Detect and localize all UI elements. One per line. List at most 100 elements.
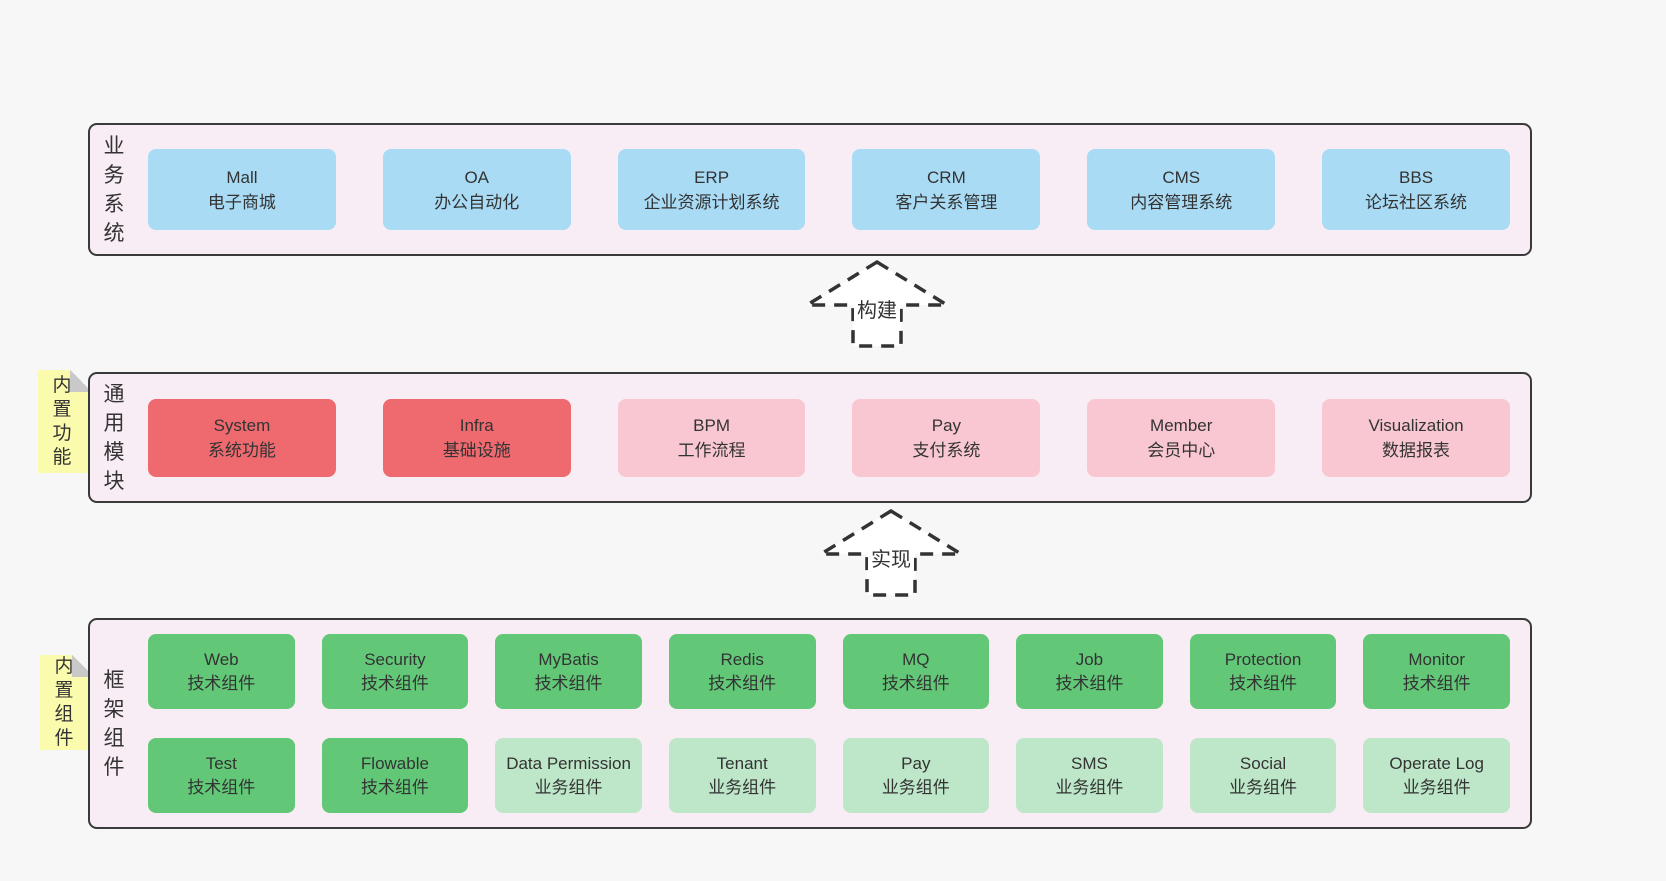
box-redis: Redis 技术组件 [668, 634, 816, 709]
box-desc: 业务组件 [708, 777, 777, 797]
box-desc: 技术组件 [534, 673, 603, 693]
box-desc: 业务组件 [881, 777, 950, 797]
folded-corner-icon [70, 370, 92, 392]
box-desc: 工作流程 [677, 440, 746, 460]
sticky-note-built-in-functions: 内置功能 [38, 370, 92, 473]
box-name: ERP [694, 167, 730, 187]
box-desc: 技术组件 [187, 777, 256, 797]
box-name: Member [1150, 415, 1213, 435]
component-rows: Web 技术组件 Security 技术组件 MyBatis 技术组件 Redi… [126, 634, 1530, 813]
build-arrow-label: 构建 [854, 299, 900, 323]
box-desc: 技术组件 [1055, 673, 1124, 693]
box-job: Job 技术组件 [1016, 634, 1163, 709]
box-desc: 企业资源计划系统 [643, 192, 780, 212]
box-desc: 技术组件 [881, 673, 950, 693]
box-desc: 客户关系管理 [895, 192, 998, 212]
box-desc: 技术组件 [187, 673, 256, 693]
box-desc: 电子商城 [207, 192, 276, 212]
box-security: Security 技术组件 [321, 634, 469, 709]
sticky-note-built-in-components: 内置组件 [40, 655, 94, 750]
implement-arrow-icon: 实现 [818, 508, 964, 598]
layer-label-business: 业务系统 [103, 134, 125, 245]
box-name: OA [464, 167, 490, 187]
box-protection: Protection 技术组件 [1189, 634, 1337, 709]
component-row-2: Test 技术组件 Flowable 技术组件 Data Permission … [148, 738, 1510, 813]
box-desc: 支付系统 [912, 440, 981, 460]
box-desc: 业务组件 [1229, 777, 1298, 797]
box-social: Social 业务组件 [1189, 738, 1337, 813]
box-visualization: Visualization 数据报表 [1322, 398, 1510, 477]
box-monitor: Monitor 技术组件 [1363, 634, 1510, 709]
box-name: Redis [720, 649, 764, 669]
box-desc: 业务组件 [1055, 777, 1124, 797]
box-web: Web 技术组件 [148, 634, 295, 709]
box-name: Pay [931, 415, 962, 435]
box-desc: 系统功能 [207, 440, 276, 460]
box-name: CRM [927, 167, 966, 187]
box-desc: 技术组件 [1229, 673, 1298, 693]
box-name: Monitor [1408, 649, 1466, 669]
box-name: CMS [1162, 167, 1201, 187]
box-sms: SMS 业务组件 [1016, 738, 1163, 813]
box-name: Flowable [360, 753, 429, 773]
layer-label-components: 框架组件 [103, 668, 125, 779]
box-name: System [213, 415, 271, 435]
box-name: Pay [901, 753, 931, 773]
box-member: Member 会员中心 [1087, 398, 1276, 477]
business-boxes-row: Mall 电子商城 OA 办公自动化 ERP 企业资源计划系统 CRM 客户关系… [126, 149, 1530, 230]
box-pay-module: Pay 支付系统 [852, 398, 1041, 477]
box-pay-component: Pay 业务组件 [842, 738, 990, 813]
box-cms: CMS 内容管理系统 [1087, 149, 1276, 230]
common-modules-container: 通用模块 System 系统功能 Infra 基础设施 BPM 工作流程 Pay… [88, 372, 1532, 503]
layer-label-modules: 通用模块 [103, 382, 125, 493]
build-arrow-icon: 构建 [804, 259, 950, 349]
box-name: Visualization [1368, 415, 1464, 435]
box-name: SMS [1071, 753, 1108, 773]
box-name: Tenant [716, 753, 768, 773]
box-name: Protection [1224, 649, 1302, 669]
box-data-permission: Data Permission 业务组件 [495, 738, 642, 813]
box-name: Mall [226, 167, 258, 187]
box-desc: 基础设施 [442, 440, 511, 460]
box-name: BPM [693, 415, 730, 435]
sticky-note-label: 内置组件 [54, 655, 74, 749]
box-system: System 系统功能 [148, 398, 336, 477]
box-bbs: BBS 论坛社区系统 [1322, 149, 1510, 230]
box-desc: 技术组件 [1402, 673, 1471, 693]
framework-components-container: 框架组件 Web 技术组件 Security 技术组件 MyBatis 技术组件… [88, 618, 1532, 829]
box-desc: 技术组件 [360, 777, 429, 797]
box-test: Test 技术组件 [148, 738, 295, 813]
box-desc: 论坛社区系统 [1365, 192, 1468, 212]
box-mall: Mall 电子商城 [148, 149, 336, 230]
box-name: Web [203, 649, 239, 669]
box-mq: MQ 技术组件 [842, 634, 990, 709]
box-name: BBS [1399, 167, 1434, 187]
box-name: Operate Log [1389, 753, 1484, 773]
box-mybatis: MyBatis 技术组件 [495, 634, 642, 709]
box-tenant: Tenant 业务组件 [668, 738, 816, 813]
box-desc: 办公自动化 [434, 192, 520, 212]
box-operate-log: Operate Log 业务组件 [1363, 738, 1510, 813]
box-flowable: Flowable 技术组件 [321, 738, 469, 813]
box-crm: CRM 客户关系管理 [852, 149, 1041, 230]
box-desc: 会员中心 [1147, 440, 1216, 460]
box-desc: 技术组件 [708, 673, 777, 693]
business-systems-container: 业务系统 Mall 电子商城 OA 办公自动化 ERP 企业资源计划系统 CRM… [88, 123, 1532, 256]
box-name: MyBatis [538, 649, 599, 669]
box-name: Data Permission [506, 753, 631, 773]
box-name: Job [1075, 649, 1104, 669]
implement-arrow-label: 实现 [868, 548, 914, 572]
sticky-note-label: 内置功能 [52, 374, 72, 468]
box-desc: 业务组件 [534, 777, 603, 797]
box-desc: 技术组件 [360, 673, 429, 693]
box-name: Social [1239, 753, 1287, 773]
component-row-1: Web 技术组件 Security 技术组件 MyBatis 技术组件 Redi… [148, 634, 1510, 709]
box-oa: OA 办公自动化 [382, 149, 571, 230]
box-name: Test [205, 753, 237, 773]
box-erp: ERP 企业资源计划系统 [617, 149, 806, 230]
box-infra: Infra 基础设施 [382, 398, 571, 477]
box-name: Infra [459, 415, 494, 435]
box-desc: 业务组件 [1402, 777, 1471, 797]
box-desc: 内容管理系统 [1130, 192, 1233, 212]
module-boxes-row: System 系统功能 Infra 基础设施 BPM 工作流程 Pay 支付系统… [126, 398, 1530, 477]
